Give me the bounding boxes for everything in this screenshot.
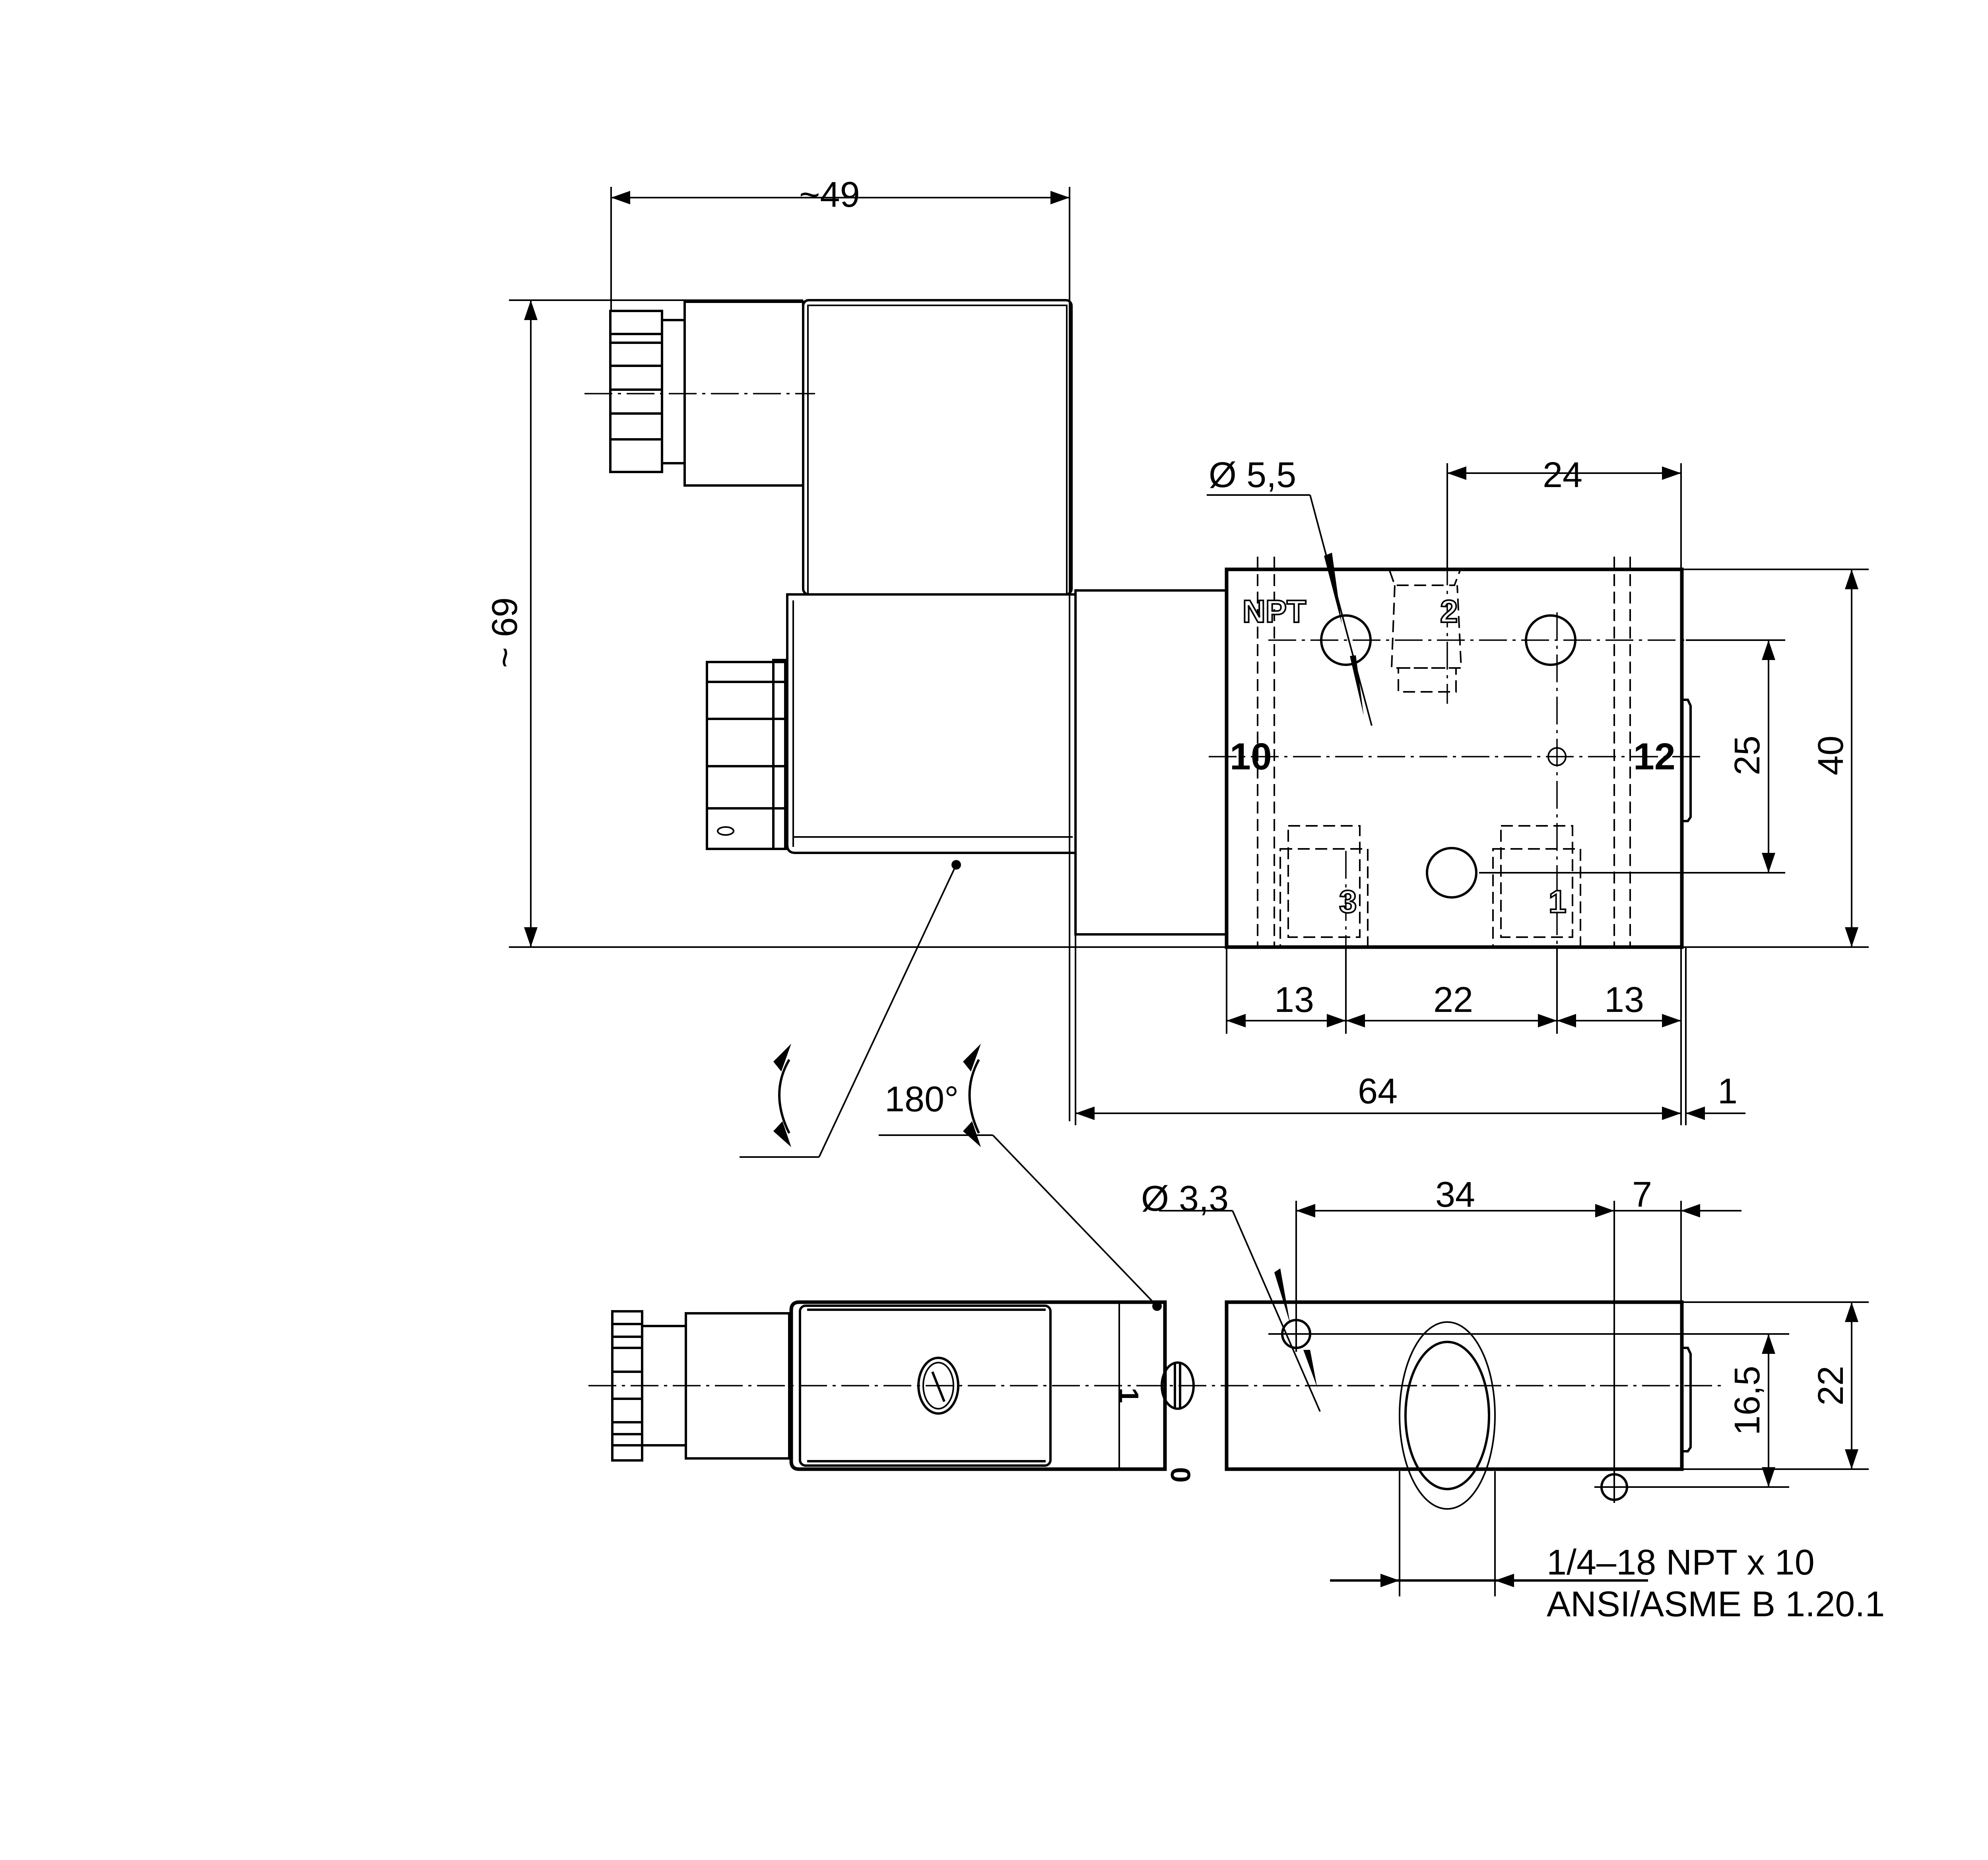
top-hole-diameter-label: Ø 3,3: [1141, 1179, 1229, 1219]
port-12-label: 12: [1633, 736, 1675, 778]
thread-spec-line2: ANSI/ASME B 1.20.1: [1547, 1584, 1885, 1624]
bottom-right-dim-label: 13: [1604, 980, 1644, 1020]
front-dimensions: [509, 187, 1869, 1307]
body-length-label: 64: [1358, 1072, 1398, 1111]
edge-offset-label: 7: [1632, 1175, 1652, 1215]
port-3-label: 3: [1339, 884, 1357, 919]
armature-tube: [1074, 589, 1228, 936]
valve-body-front: [1207, 473, 1702, 994]
port-1-label: 1: [1549, 884, 1567, 919]
overall-height-label: ~ 69: [485, 597, 525, 668]
hole-spacing-vertical-label: 25: [1728, 736, 1767, 775]
bottom-left-dim-label: 13: [1274, 980, 1314, 1020]
override-on-label: 1: [1113, 1388, 1144, 1403]
valve-top-view: [588, 1300, 1869, 1510]
thread-type-label: NPT: [1242, 594, 1306, 629]
hole-spacing-top-label: 24: [1543, 455, 1582, 495]
top-dimensions: [1159, 1201, 1858, 1596]
thread-spec-line1: 1/4–18 NPT x 10: [1547, 1543, 1815, 1582]
override-off-label: 0: [1165, 1467, 1196, 1483]
top-hole-spacing-label: 34: [1435, 1175, 1475, 1215]
rotation-label: 180°: [885, 1079, 959, 1119]
hole-diameter-label: Ø 5,5: [1209, 455, 1296, 495]
port-2-label: 2: [1440, 594, 1458, 629]
bottom-middle-dim-label: 22: [1433, 980, 1473, 1020]
body-width-label: 22: [1811, 1366, 1851, 1406]
solenoid-coil-front: [584, 299, 1077, 1158]
port-10-label: 10: [1230, 736, 1272, 778]
port-spacing-label: 16,5: [1728, 1366, 1767, 1435]
offset-label: 1: [1718, 1072, 1738, 1111]
overall-width-label: ~49: [799, 175, 860, 215]
body-height-label: 40: [1811, 736, 1851, 775]
